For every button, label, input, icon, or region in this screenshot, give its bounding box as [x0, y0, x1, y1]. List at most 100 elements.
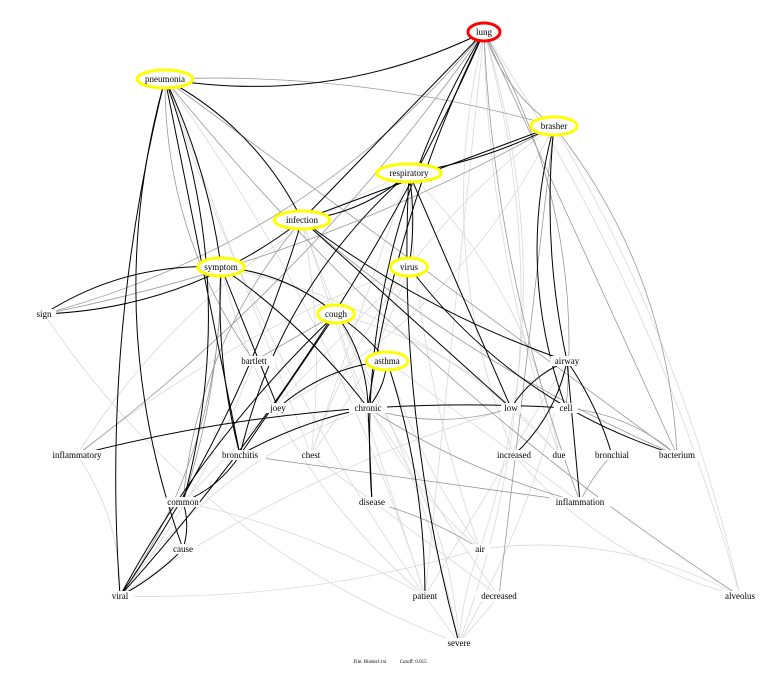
strong-edge-airway-bronchial — [566, 360, 613, 456]
node-cough[interactable]: cough — [316, 303, 356, 325]
footer: File: Binder1.txt Cutoff: 0.015 — [0, 660, 780, 665]
node-label: chest — [302, 450, 321, 460]
node-label: asthma — [374, 356, 400, 366]
node-label: infection — [286, 215, 318, 225]
node-background — [470, 544, 490, 554]
strong-edge-virus-bacterium — [408, 266, 678, 456]
medium-edge-chronic-inflammation — [367, 407, 581, 503]
node-background — [501, 403, 521, 413]
cutoff-label: Cutoff: 0.015 — [399, 660, 427, 665]
strong-edge-respiratory-bronchitis — [239, 172, 410, 456]
node-respiratory[interactable]: respiratory — [375, 162, 443, 184]
node-decreased[interactable]: decreased — [475, 591, 523, 601]
node-background — [550, 356, 584, 366]
node-background — [166, 497, 200, 507]
weak-edge-symptom-due — [220, 266, 560, 456]
node-asthma[interactable]: asthma — [364, 350, 410, 372]
medium-edge-pneumonia-alveolus — [164, 78, 741, 597]
node-label: airway — [555, 356, 580, 366]
node-ellipse — [316, 303, 356, 325]
node-label: alveolus — [725, 591, 755, 601]
weak-edge-pneumonia-severe — [164, 78, 460, 644]
node-alveolus[interactable]: alveolus — [718, 591, 762, 601]
node-severe[interactable]: severe — [442, 638, 476, 648]
node-ellipse — [196, 256, 246, 278]
node-background — [653, 450, 701, 460]
strong-edge-symptom-bronchitis — [219, 266, 241, 456]
strong-edge-airway-increased — [513, 360, 568, 456]
medium-edge-chronic-low — [367, 407, 512, 420]
node-bartlett[interactable]: bartlett — [232, 356, 276, 366]
strong-edge-pneumonia-viral — [115, 78, 166, 597]
node-inflammation[interactable]: inflammation — [549, 497, 611, 507]
node-cell[interactable]: cell — [553, 403, 579, 413]
node-label: respiratory — [390, 168, 429, 178]
strong-edge-symptom-chronic — [220, 266, 369, 409]
node-patient[interactable]: patient — [405, 591, 445, 601]
node-label: air — [475, 544, 485, 554]
node-common[interactable]: common — [166, 497, 200, 507]
node-infection[interactable]: infection — [272, 209, 332, 231]
node-background — [348, 403, 388, 413]
weak-edge-respiratory-air — [408, 172, 481, 550]
node-label: disease — [359, 497, 385, 507]
node-chronic[interactable]: chronic — [348, 403, 388, 413]
strong-edge-asthma-patient — [386, 360, 426, 597]
node-background — [214, 450, 266, 460]
weak-edge-lung-due — [483, 31, 560, 456]
node-label: common — [167, 497, 199, 507]
weak-edge-asthma-inflammation — [386, 360, 581, 503]
node-background — [442, 638, 476, 648]
node-air[interactable]: air — [470, 544, 490, 554]
weak-edge-air-alveolus — [479, 544, 741, 597]
strong-edge-respiratory-low — [408, 172, 512, 409]
weak-edge-chest-decreased — [310, 454, 500, 597]
node-pneumonia[interactable]: pneumonia — [135, 68, 195, 90]
node-low[interactable]: low — [501, 403, 521, 413]
node-label: bronchial — [595, 450, 629, 460]
node-increased[interactable]: increased — [490, 450, 538, 460]
node-symptom[interactable]: symptom — [196, 256, 246, 278]
strong-edge-infection-low — [301, 219, 512, 409]
node-background — [549, 497, 611, 507]
node-virus[interactable]: virus — [389, 256, 429, 278]
weak-edge-airway-severe — [458, 360, 568, 644]
medium-edge-lung-inflammatory — [76, 31, 485, 456]
node-bronchitis[interactable]: bronchitis — [214, 450, 266, 460]
node-label: virus — [400, 262, 418, 272]
medium-edge-inflammation-bronchitis — [239, 454, 581, 503]
node-disease[interactable]: disease — [352, 497, 392, 507]
node-cause[interactable]: cause — [168, 544, 198, 554]
node-chest[interactable]: chest — [296, 450, 326, 460]
weak-edge-increased-alveolus — [513, 454, 741, 597]
strong-edge-lung-disease — [369, 31, 485, 503]
node-ellipse — [375, 162, 443, 184]
node-background — [296, 450, 326, 460]
node-inflammatory[interactable]: inflammatory — [46, 450, 108, 460]
weak-edge-lung-air — [479, 31, 524, 550]
node-background — [168, 544, 198, 554]
node-label: sign — [36, 309, 52, 319]
node-label: chronic — [355, 403, 382, 413]
node-bronchial[interactable]: bronchial — [588, 450, 636, 460]
node-label: decreased — [481, 591, 517, 601]
strong-edge-chronic-disease — [367, 407, 373, 503]
strong-edge-cough-viral — [119, 313, 337, 597]
node-lung[interactable]: lung — [466, 21, 502, 43]
node-joey[interactable]: joey — [265, 403, 291, 413]
node-sign[interactable]: sign — [31, 309, 57, 319]
node-label: bartlett — [241, 356, 267, 366]
strong-edge-cough-bronchitis — [239, 313, 337, 456]
strong-edge-airway-inflammation — [566, 360, 581, 503]
node-bacterium[interactable]: bacterium — [653, 450, 701, 460]
strong-edge-cause-viral — [119, 548, 184, 597]
node-background — [553, 403, 579, 413]
node-background — [232, 356, 276, 366]
medium-edge-infection-common — [182, 219, 303, 503]
node-airway[interactable]: airway — [550, 356, 584, 366]
node-due[interactable]: due — [549, 450, 569, 460]
node-brasher[interactable]: brasher — [529, 115, 579, 137]
node-label: cause — [173, 544, 193, 554]
medium-edge-lung-inflammation — [483, 31, 581, 503]
node-viral[interactable]: viral — [105, 591, 135, 601]
